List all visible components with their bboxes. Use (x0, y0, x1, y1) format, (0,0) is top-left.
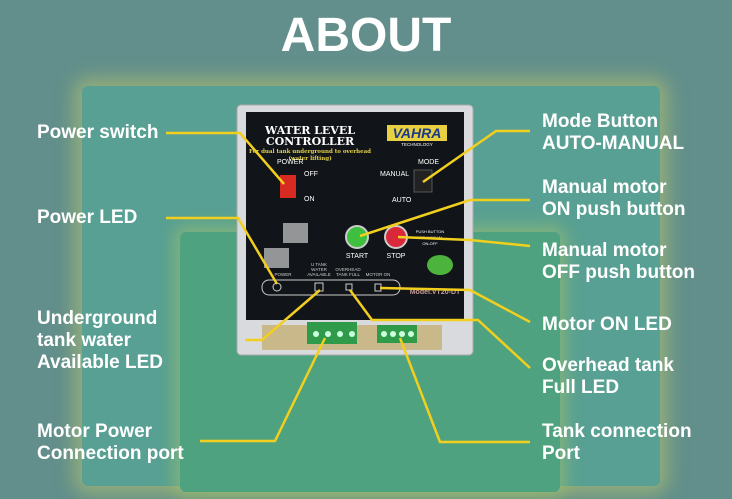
svg-text:ON-OFF: ON-OFF (422, 241, 438, 246)
svg-text:CONTROLLER: CONTROLLER (266, 135, 355, 148)
svg-text:OFF: OFF (304, 171, 318, 178)
start-button (345, 225, 369, 249)
svg-text:(water lifting): (water lifting) (288, 155, 332, 162)
svg-text:MOTOR ON: MOTOR ON (366, 272, 391, 277)
label-motor-power-port: Motor Power Connection port (37, 421, 184, 464)
device-panel (246, 112, 464, 320)
svg-text:POWER: POWER (274, 272, 292, 277)
svg-text:POWER: POWER (277, 159, 303, 166)
svg-text:WATER: WATER (311, 267, 327, 272)
svg-text:TANK FULL: TANK FULL (336, 272, 360, 277)
svg-text:For dual tank underground to o: For dual tank underground to overhead (249, 149, 371, 155)
svg-text:MODE: MODE (418, 159, 439, 166)
svg-text:WATER LEVEL: WATER LEVEL (264, 124, 355, 137)
label-motor-led: Motor ON LED (542, 314, 672, 335)
svg-text:VAHRA: VAHRA (393, 125, 442, 141)
svg-text:Model.VT20-DT: Model.VT20-DT (410, 289, 461, 296)
svg-text:AVAILABLE: AVAILABLE (307, 272, 331, 277)
svg-text:TECHNOLOGY: TECHNOLOGY (401, 142, 433, 147)
label-underground-led: Underground tank water Available LED (37, 308, 164, 373)
overhead-led (345, 283, 353, 291)
svg-text:START: START (346, 253, 369, 260)
label-power-led: Power LED (37, 207, 138, 228)
callout-lines (166, 129, 531, 444)
label-on-button: Manual motor ON push button (542, 177, 686, 220)
svg-text:MANUAL: MANUAL (380, 171, 409, 178)
page-title: ABOUT (280, 9, 452, 62)
label-off-button: Manual motor OFF push button (542, 240, 696, 283)
label-mode-button: Mode Button AUTO-MANUAL (542, 111, 685, 154)
label-tank-port: Tank connection Port (542, 421, 692, 464)
svg-text:ON: ON (304, 196, 315, 203)
tank-terminal (377, 325, 417, 343)
label-power-switch: Power switch (37, 122, 159, 143)
power-switch (280, 175, 296, 198)
svg-text:AUTO: AUTO (392, 197, 412, 204)
label-overhead-led: Overhead tank Full LED (542, 355, 674, 398)
svg-text:PUSH BUTTON: PUSH BUTTON (416, 229, 445, 234)
svg-text:OVERHEAD: OVERHEAD (335, 267, 361, 272)
motor-power-terminal (307, 322, 357, 344)
svg-text:STOP: STOP (387, 253, 406, 260)
svg-text:U TANK: U TANK (311, 262, 327, 267)
